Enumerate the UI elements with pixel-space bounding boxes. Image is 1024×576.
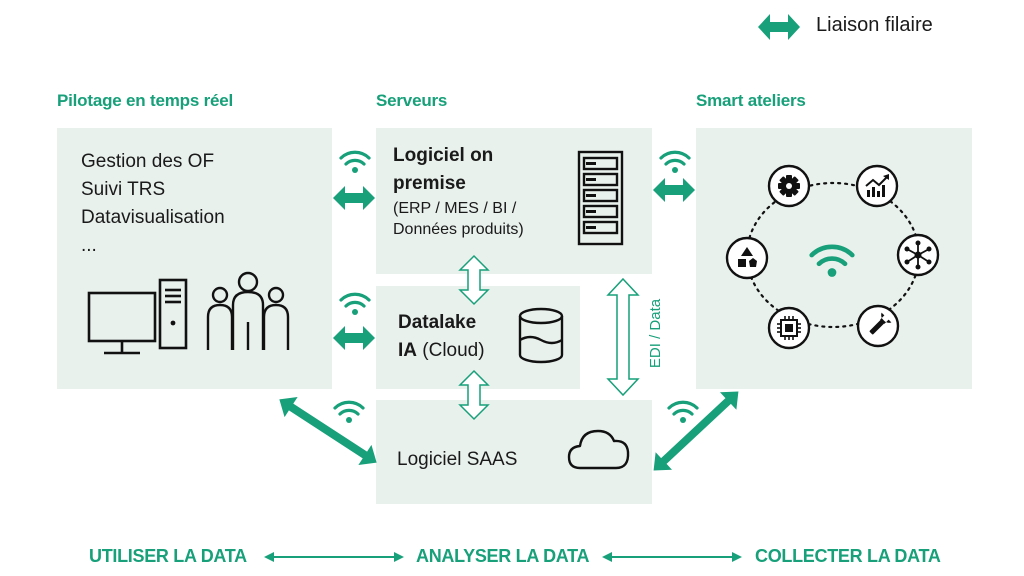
list-item: Suivi TRS [81, 179, 166, 200]
list-item: ... [81, 235, 97, 256]
datalake-ia-bold: IA [398, 340, 417, 361]
onpremise-sub-line2: Données produits) [393, 221, 524, 238]
datalake-panel [376, 286, 580, 389]
wrench-icon [856, 304, 900, 348]
people-icon [206, 271, 290, 350]
cloud-icon [567, 429, 630, 470]
datalake-title: Datalake IA (Cloud) [398, 309, 485, 365]
diagonal-double-arrow-icon [279, 396, 377, 466]
network-icon [896, 233, 940, 277]
footer-double-arrow-icon [602, 552, 742, 562]
onpremise-subtitle: (ERP / MES / BI / Données produits) [393, 198, 524, 240]
edi-label: EDI / Data [646, 298, 664, 368]
onpremise-title-line1: Logiciel on [393, 145, 494, 166]
onpremise-sub-line1: (ERP / MES / BI / [393, 200, 517, 217]
wifi-icon [659, 150, 691, 175]
footer-utiliser: UTILISER LA DATA [89, 546, 247, 566]
footer-collecter: COLLECTER LA DATA [755, 546, 941, 566]
gear-icon [767, 164, 811, 208]
computer-icon [87, 278, 188, 355]
double-arrow-icon [653, 178, 695, 202]
datalake-ia-line: IA (Cloud) [398, 337, 485, 365]
left-panel-list: Gestion des OF Suivi TRS Datavisualisati… [81, 148, 225, 260]
onpremise-title: Logiciel on premise [393, 142, 493, 198]
vertical-double-arrow-icon [459, 370, 489, 420]
heading-smart-ateliers: Smart ateliers [696, 91, 806, 110]
list-item: Datavisualisation [81, 207, 225, 228]
double-arrow-icon [333, 326, 375, 350]
database-icon [518, 307, 564, 364]
legend-double-arrow-icon [758, 14, 800, 40]
saas-label: Logiciel SAAS [397, 449, 518, 470]
legend-label: Liaison filaire [816, 14, 933, 36]
double-arrow-icon [333, 186, 375, 210]
datalake-title-bold: Datalake [398, 312, 477, 333]
heading-serveurs: Serveurs [376, 91, 448, 110]
diagonal-double-arrow-icon [653, 391, 739, 471]
shapes-icon [725, 236, 769, 280]
chip-icon [767, 306, 811, 350]
saas-panel [376, 400, 652, 504]
edi-double-arrow-icon [606, 277, 640, 397]
atelier-ring [745, 181, 921, 329]
wifi-icon [339, 150, 371, 175]
wifi-icon [667, 400, 699, 425]
footer-analyser: ANALYSER LA DATA [416, 546, 590, 566]
chart-icon [855, 164, 899, 208]
onpremise-title-line2: premise [393, 173, 466, 194]
datalake-ia-rest: (Cloud) [417, 340, 485, 361]
wifi-icon [339, 292, 371, 317]
server-rack-icon [577, 150, 624, 246]
wifi-icon [333, 400, 365, 425]
heading-pilotage: Pilotage en temps réel [57, 91, 234, 110]
footer-double-arrow-icon [264, 552, 404, 562]
left-panel [57, 128, 332, 389]
vertical-double-arrow-icon [459, 255, 489, 305]
list-item: Gestion des OF [81, 151, 215, 172]
wifi-icon [812, 247, 853, 277]
